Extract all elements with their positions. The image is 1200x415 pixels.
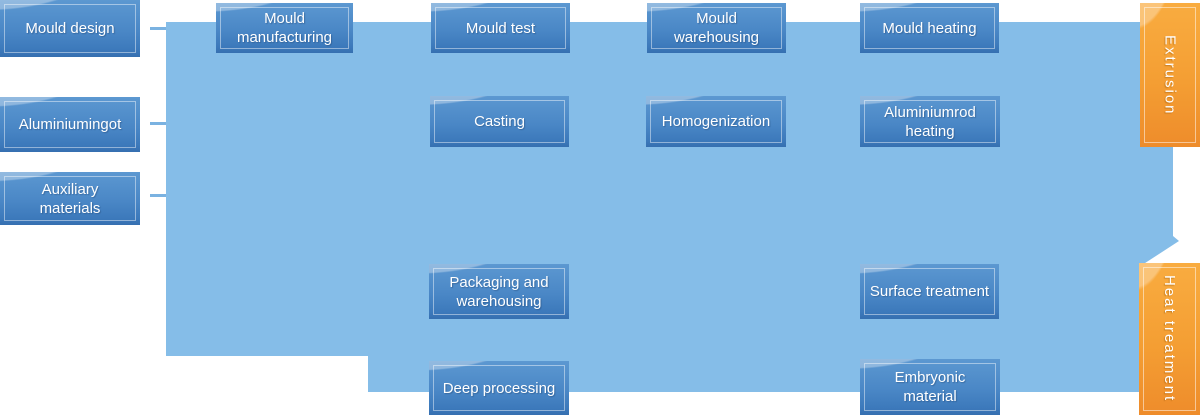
node-label: Homogenization <box>661 113 771 130</box>
node-label: Mould heating <box>882 19 977 37</box>
node-auxiliary-materials: Auxiliary materials <box>0 172 140 225</box>
node-aluminium-rod-heating: Aluminiumrod heating <box>860 96 1000 147</box>
node-aluminium-ingot: Aluminiumingot <box>0 97 140 152</box>
node-label: Auxiliary materials <box>39 180 101 217</box>
stage-label-heat-treatment: Heat treatment <box>1139 263 1200 415</box>
node-mould-manufacturing: Mould manufacturing <box>216 3 353 53</box>
stage-label-extrusion: Extrusion <box>1140 3 1200 147</box>
node-label: Aluminiumrod heating <box>884 103 976 140</box>
node-label: Embryonic material <box>894 369 966 405</box>
node-embryonic-material: Embryonic material <box>860 359 1000 415</box>
stage-label-text: Heat treatment <box>1161 275 1178 403</box>
node-mould-test: Mould test <box>431 3 570 53</box>
node-packaging-and-warehousing: Packaging and warehousing <box>429 264 569 319</box>
connector-line-auxiliary-materials <box>150 194 166 197</box>
connector-line-aluminium-ingot <box>150 122 166 125</box>
node-casting: Casting <box>430 96 569 147</box>
node-deep-processing: Deep processing <box>429 361 569 415</box>
node-label: Casting <box>474 113 525 130</box>
stage-label-text: Extrusion <box>1161 34 1179 116</box>
node-label: Mould warehousing <box>673 10 760 46</box>
node-label: Surface treatment <box>869 283 990 300</box>
node-label: Mould manufacturing <box>236 10 333 46</box>
node-label: Aluminiumingot <box>18 116 122 133</box>
node-label: Mould design <box>25 20 115 37</box>
node-mould-design: Mould design <box>0 0 140 57</box>
node-label: Mould test <box>465 19 536 37</box>
node-homogenization: Homogenization <box>646 96 786 147</box>
node-label: Packaging and warehousing <box>449 273 549 310</box>
node-surface-treatment: Surface treatment <box>860 264 999 319</box>
connector-line-mould-design <box>150 27 166 30</box>
flow-panel-with-arrow-tip <box>166 22 1179 392</box>
node-mould-warehousing: Mould warehousing <box>647 3 786 53</box>
node-mould-heating: Mould heating <box>860 3 999 53</box>
node-label: Deep processing <box>442 379 556 397</box>
